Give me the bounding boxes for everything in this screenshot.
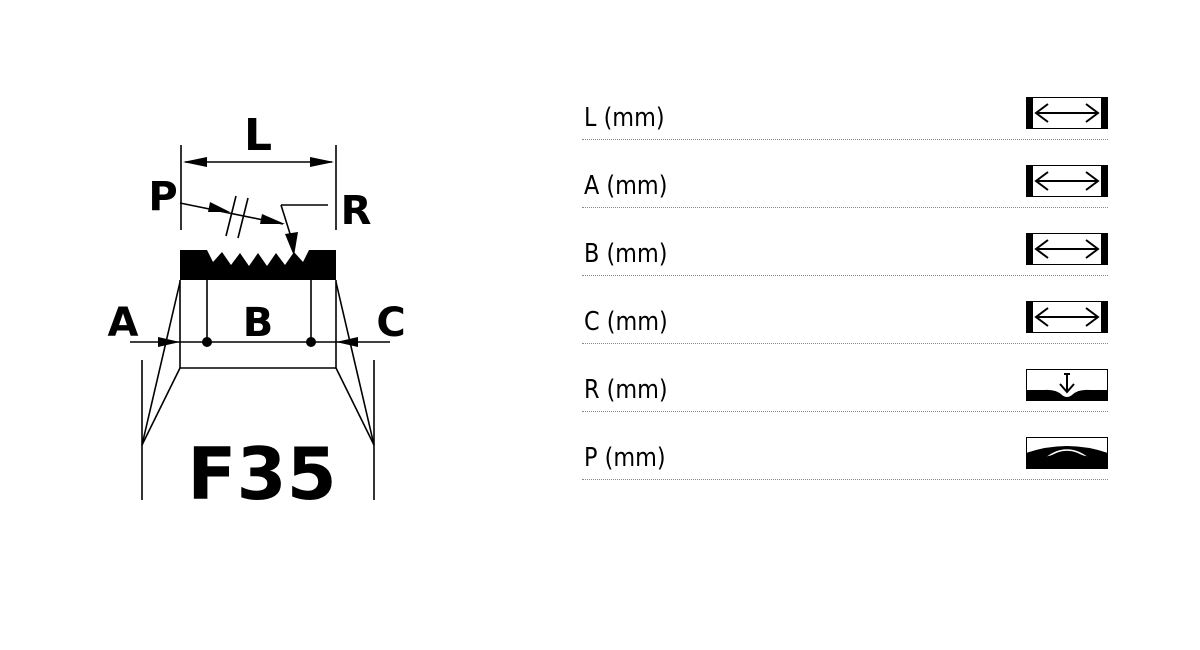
arrow-head	[310, 157, 334, 167]
dimension-label: P (mm)	[584, 443, 666, 473]
profile-diagram: L P R A B C F35	[108, 110, 406, 510]
dimension-label: R (mm)	[584, 375, 668, 405]
body-outline	[130, 280, 390, 500]
dimension-row-p: P (mm)	[582, 412, 1108, 480]
width-arrow-icon	[1026, 301, 1108, 333]
dimension-row-r: R (mm)	[582, 344, 1108, 412]
arrow-head	[183, 157, 207, 167]
width-arrow-icon	[1026, 97, 1108, 129]
dimension-l	[180, 145, 337, 230]
width-arrow-icon	[1026, 165, 1108, 197]
dimension-row-a: A (mm)	[582, 140, 1108, 208]
arrow-head	[158, 337, 180, 347]
arrow-head	[285, 232, 298, 256]
label-l: L	[244, 110, 272, 161]
dimension-label: A (mm)	[584, 171, 668, 201]
model-name: F35	[187, 432, 336, 510]
dimension-row-c: C (mm)	[582, 276, 1108, 344]
dimension-label: C (mm)	[584, 307, 668, 337]
dimension-row-b: B (mm)	[582, 208, 1108, 276]
arrow-head	[260, 214, 285, 224]
width-arrow-icon	[1026, 233, 1108, 265]
dimension-row-l: L (mm)	[582, 72, 1108, 140]
label-p: P	[148, 174, 177, 220]
label-b: B	[243, 300, 274, 346]
dimension-label: B (mm)	[584, 239, 668, 269]
groove-radius-icon	[1026, 369, 1108, 401]
dimension-label: L (mm)	[584, 103, 665, 133]
arrow-head	[208, 202, 230, 212]
label-c: C	[376, 300, 405, 346]
pitch-arc-icon	[1026, 437, 1108, 469]
point-marker	[306, 337, 316, 347]
arrow-head	[336, 337, 358, 347]
toothed-profile	[180, 250, 336, 280]
label-a: A	[108, 300, 139, 346]
label-r: R	[341, 188, 372, 234]
point-marker	[202, 337, 212, 347]
